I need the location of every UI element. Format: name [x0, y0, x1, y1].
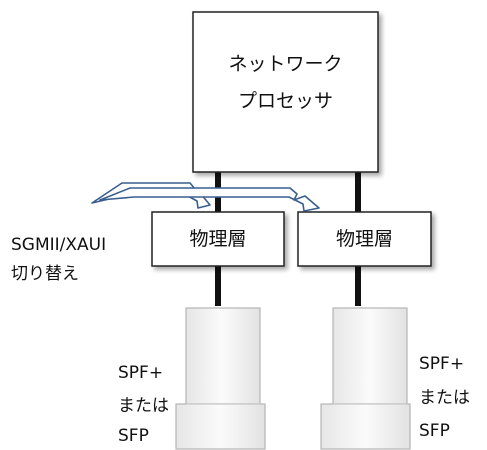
- switch-arrows: [91, 182, 320, 212]
- module-left: [175, 307, 266, 450]
- module-left-base: [175, 403, 266, 450]
- module-right-note-line2: または: [419, 388, 470, 408]
- phy-right-box: [297, 211, 432, 267]
- connector-phy-right-module: [355, 266, 361, 306]
- network-processor-label-line1: ネットワーク: [228, 53, 343, 75]
- phy-right-label: 物理層: [335, 228, 393, 250]
- phy-left-label: 物理層: [189, 228, 247, 250]
- module-right-body: [332, 307, 408, 405]
- phy-left-box: [151, 211, 285, 267]
- connector-phy-left-module: [215, 266, 221, 306]
- network-processor-box: [192, 11, 379, 173]
- network-processor-label-line2: プロセッサ: [237, 90, 333, 112]
- module-right-note-line3: SFP: [419, 421, 450, 441]
- module-right-base: [320, 403, 411, 450]
- module-left-note-line2: または: [118, 396, 169, 416]
- switch-note-line2: 切り替え: [11, 264, 79, 284]
- switch-arrow-right: [99, 187, 320, 212]
- module-right: [320, 307, 411, 450]
- switch-note-line1: SGMII/XAUI: [11, 235, 107, 255]
- module-left-note-line1: SPF+: [118, 363, 164, 383]
- connector-processor-phy-right: [355, 172, 361, 212]
- module-right-note-line1: SPF+: [419, 354, 465, 374]
- module-left-note-line3: SFP: [118, 426, 149, 446]
- module-left-body: [185, 307, 261, 405]
